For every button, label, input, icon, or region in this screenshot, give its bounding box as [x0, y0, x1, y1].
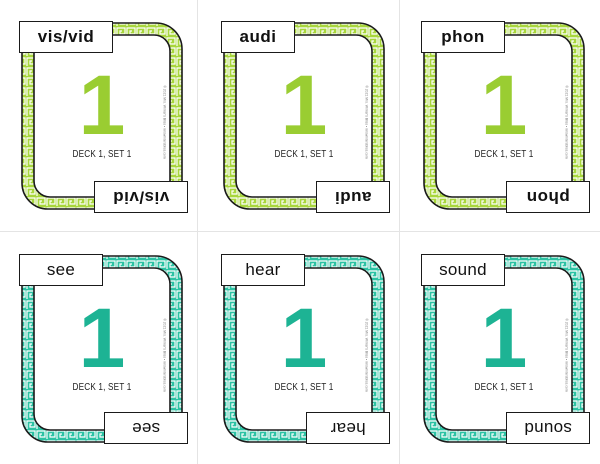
word-label-bottom-inverted: vis/vid	[94, 181, 188, 213]
card-number: 1	[78, 291, 126, 385]
word-label-top: sound	[421, 254, 505, 286]
flashcard: phon 1 DECK 1, SET 1 © 2021 Mrs. Winter'…	[418, 17, 590, 215]
card-number: 1	[280, 291, 328, 385]
flashcard: sound 1 DECK 1, SET 1 © 2021 Mrs. Winter…	[418, 250, 590, 448]
card-number: 1	[280, 58, 328, 152]
word-label-top: vis/vid	[19, 21, 113, 53]
copyright-text: © 2021 Mrs. Winter's Bliss • mrswintersb…	[564, 314, 570, 396]
copyright-text: © 2021 Mrs. Winter's Bliss • mrswintersb…	[564, 81, 570, 163]
word-label-top: audi	[221, 21, 295, 53]
word-label-bottom-inverted: see	[104, 412, 188, 444]
cut-line	[399, 0, 400, 464]
word-label-top: phon	[421, 21, 505, 53]
flashcard: see 1 DECK 1, SET 1 © 2021 Mrs. Winter's…	[16, 250, 188, 448]
flashcard: hear 1 DECK 1, SET 1 © 2021 Mrs. Winter'…	[218, 250, 390, 448]
cut-line	[0, 231, 600, 232]
copyright-text: © 2021 Mrs. Winter's Bliss • mrswintersb…	[162, 81, 168, 163]
word-label-bottom-inverted: sound	[506, 412, 590, 444]
word-label-top: hear	[221, 254, 305, 286]
copyright-text: © 2021 Mrs. Winter's Bliss • mrswintersb…	[565, 318, 570, 392]
copyright-text: © 2021 Mrs. Winter's Bliss • mrswintersb…	[364, 81, 370, 163]
word-label-top: see	[19, 254, 103, 286]
deck-label: DECK 1, SET 1	[72, 149, 132, 160]
deck-label: DECK 1, SET 1	[474, 149, 534, 160]
word-label-bottom-inverted: phon	[506, 181, 590, 213]
deck-label: DECK 1, SET 1	[274, 149, 334, 160]
deck-label: DECK 1, SET 1	[474, 382, 534, 393]
copyright-text: © 2021 Mrs. Winter's Bliss • mrswintersb…	[365, 85, 370, 159]
copyright-text: © 2021 Mrs. Winter's Bliss • mrswintersb…	[365, 318, 370, 392]
card-number: 1	[480, 291, 528, 385]
deck-label: DECK 1, SET 1	[72, 382, 132, 393]
deck-label: DECK 1, SET 1	[274, 382, 334, 393]
card-number: 1	[480, 58, 528, 152]
cut-line	[197, 0, 198, 464]
flashcard: audi 1 DECK 1, SET 1 © 2021 Mrs. Winter'…	[218, 17, 390, 215]
word-label-bottom-inverted: hear	[306, 412, 390, 444]
copyright-text: © 2021 Mrs. Winter's Bliss • mrswintersb…	[163, 85, 168, 159]
flashcard: vis/vid 1 DECK 1, SET 1 © 2021 Mrs. Wint…	[16, 17, 188, 215]
copyright-text: © 2021 Mrs. Winter's Bliss • mrswintersb…	[565, 85, 570, 159]
copyright-text: © 2021 Mrs. Winter's Bliss • mrswintersb…	[162, 314, 168, 396]
card-number: 1	[78, 58, 126, 152]
copyright-text: © 2021 Mrs. Winter's Bliss • mrswintersb…	[364, 314, 370, 396]
copyright-text: © 2021 Mrs. Winter's Bliss • mrswintersb…	[163, 318, 168, 392]
word-label-bottom-inverted: audi	[316, 181, 390, 213]
